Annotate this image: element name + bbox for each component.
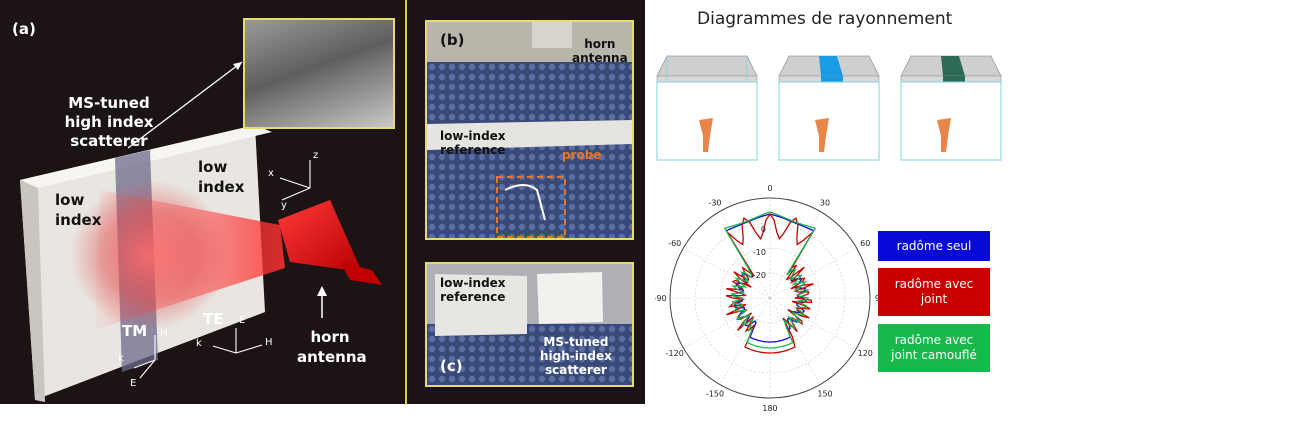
polar-spoke: [769, 211, 821, 299]
low-index-right-label: low index: [198, 158, 245, 196]
wall-side-face: [20, 180, 45, 402]
polar-radial-tick: 0: [761, 225, 766, 234]
coordinate-axes: [279, 160, 311, 201]
radome-model-joint: [778, 55, 880, 161]
polar-angle-tick: 120: [858, 349, 873, 358]
panel-c-label: (c): [440, 357, 463, 375]
polar-radial-tick: -20: [753, 271, 766, 280]
horn-antenna-label: horn antenna: [297, 328, 367, 366]
polar-angle-tick: -30: [708, 199, 721, 208]
panel-c-photo: [425, 262, 634, 387]
panel-c-low-index-label: low-index reference: [440, 276, 506, 304]
polar-angle-tick: -60: [668, 239, 681, 248]
legend-camoufle: radôme avec joint camouflé: [878, 324, 990, 372]
beam-spot: [70, 180, 230, 330]
polar-series: [723, 211, 817, 354]
horn-body: [278, 200, 362, 272]
tm-e-label: E: [130, 378, 137, 389]
inset-pointer: [127, 61, 243, 149]
axis-x-label: x: [268, 168, 274, 179]
panel-b-photo: [425, 20, 634, 240]
polar-angle-tick: -120: [666, 349, 684, 358]
tm-vectors: [133, 335, 156, 379]
radome-model-camouflaged: [900, 55, 1002, 161]
axis-z-label: z: [313, 150, 319, 161]
polar-radial-tick: -10: [753, 248, 766, 257]
polar-spoke: [769, 247, 857, 299]
panel-b-scene: [427, 22, 632, 238]
legend-seul: radôme seul: [878, 231, 990, 261]
tm-label: TM: [122, 322, 148, 340]
polar-angle-tick: -150: [706, 389, 724, 398]
polar-spoke: [769, 297, 821, 385]
polar-outer-ring: [669, 197, 871, 399]
low-index-left-label: low index: [55, 191, 102, 229]
polar-grid: [669, 197, 871, 399]
panel-b-probe-label: probe: [562, 148, 602, 162]
horn-waveguide: [340, 262, 382, 285]
te-e-label: E: [239, 315, 246, 326]
panel-a-illustration: [20, 61, 382, 402]
radome-models: [656, 55, 1002, 161]
te-h-label: H: [265, 337, 273, 348]
panel-c-scene: [427, 264, 632, 385]
polar-angle-tick: 60: [860, 239, 870, 248]
polar-ring: [694, 222, 846, 374]
panel-divider: [405, 0, 407, 404]
polar-spoke: [683, 247, 771, 299]
tm-h-label: H: [160, 328, 168, 339]
left-figure-panel: (a) MS-tuned high index scatterer low in…: [0, 0, 645, 404]
polar-spoke: [683, 297, 771, 349]
tm-k-label: k: [118, 353, 124, 364]
polar-radiation-chart: 0306090120150180-150-120-90-60-300-10-20: [655, 184, 885, 413]
panel-b-label: (b): [440, 31, 465, 49]
te-label: TE: [203, 310, 224, 328]
panel-b-low-index-label: low-index reference: [440, 129, 506, 157]
polar-spoke: [719, 211, 771, 299]
polar-angle-tick: 150: [817, 389, 832, 398]
polar-series-camoufle: [723, 211, 817, 349]
panel-b-horn-label: horn antenna: [572, 37, 628, 65]
panel-c-ms-tuned-label: MS-tuned high-index scatterer: [540, 335, 612, 377]
panel-a-label: (a): [12, 20, 36, 38]
polar-angle-tick: 180: [762, 404, 777, 413]
radome-model-plain: [656, 55, 758, 161]
ms-tuned-label: MS-tuned high index scatterer: [64, 94, 154, 150]
right-title: Diagrammes de rayonnement: [697, 9, 953, 29]
polar-angle-tick: -90: [655, 294, 667, 303]
polar-angle-tick: 30: [820, 199, 830, 208]
polar-spoke: [769, 297, 857, 349]
axis-y-label: y: [281, 200, 287, 211]
polar-spoke: [719, 297, 771, 385]
te-k-label: k: [196, 338, 202, 349]
te-vectors: [212, 328, 263, 354]
scatterer-closeup-photo: [243, 18, 395, 129]
legend-joint: radôme avec joint: [878, 268, 990, 316]
polar-angle-tick: 0: [767, 184, 772, 193]
